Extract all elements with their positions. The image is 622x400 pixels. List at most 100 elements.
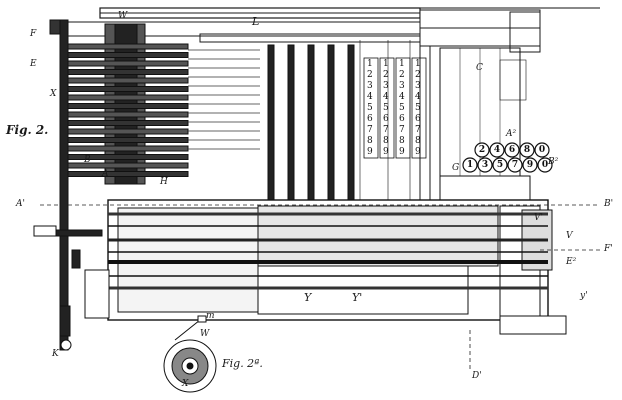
digit-cell: 1 xyxy=(367,59,373,69)
digit-cell: 7 xyxy=(367,125,373,135)
key-circle xyxy=(519,142,535,158)
label-X-sub: X xyxy=(182,379,189,389)
label-K: K xyxy=(52,349,59,359)
digit-cell: 9 xyxy=(367,147,373,157)
disc xyxy=(67,77,189,84)
label-L: L xyxy=(252,15,260,28)
digit-cell: 6 xyxy=(415,114,421,124)
digit-cell: 9 xyxy=(415,147,421,157)
disc xyxy=(67,94,189,101)
horizontal-rods xyxy=(188,49,260,150)
digit-cell: 1 xyxy=(399,59,405,69)
key-circle xyxy=(492,157,508,173)
label-V: V xyxy=(566,231,573,241)
label-F: F xyxy=(30,29,37,39)
label-H: H xyxy=(160,177,168,187)
label-y-arrow: y' xyxy=(580,291,588,301)
disc xyxy=(67,171,189,177)
key-label: 2 xyxy=(478,145,486,155)
digit-cell: 8 xyxy=(383,136,389,146)
key-circle xyxy=(504,142,520,158)
key-circle xyxy=(489,142,505,158)
disc xyxy=(67,69,189,75)
label-B: B xyxy=(84,155,91,165)
disc xyxy=(67,137,189,143)
key-circle xyxy=(507,157,523,173)
digit-cell: 5 xyxy=(383,103,389,113)
digit-cell: 5 xyxy=(367,103,373,113)
label-Y1: Y' xyxy=(352,291,363,304)
label-B2: B² xyxy=(548,157,559,167)
digit-cell: 3 xyxy=(399,81,405,91)
label-D-prime: D' xyxy=(472,371,482,381)
label-A: A xyxy=(102,169,109,179)
digit-cell: 7 xyxy=(399,125,405,135)
key-label: 1 xyxy=(466,160,474,170)
digit-cell: 3 xyxy=(383,81,389,91)
digit-cell: 1 xyxy=(415,59,421,69)
disc-stack xyxy=(67,43,189,177)
digit-cell: 2 xyxy=(415,70,421,80)
label-W: W xyxy=(118,11,128,21)
label-C: C xyxy=(476,63,483,73)
disc xyxy=(67,154,189,160)
digit-cell: 4 xyxy=(367,92,373,102)
disc xyxy=(67,52,189,58)
digit-cell: 4 xyxy=(383,92,389,102)
digit-cell: 2 xyxy=(399,70,405,80)
key-circle xyxy=(462,157,478,173)
label-G: G xyxy=(452,163,460,173)
digit-cell: 9 xyxy=(383,147,389,157)
digit-cell: 4 xyxy=(415,92,421,102)
digit-cell: 5 xyxy=(415,103,421,113)
digit-cell: 6 xyxy=(367,114,373,124)
digit-cell: 4 xyxy=(399,92,405,102)
key-label: 0 xyxy=(541,160,549,170)
disc xyxy=(67,120,189,126)
key-label: 3 xyxy=(481,160,489,170)
disc xyxy=(67,145,189,152)
digit-cell: 2 xyxy=(367,70,373,80)
label-E2: E² xyxy=(566,257,577,267)
key-circle xyxy=(474,142,490,158)
disc xyxy=(67,162,189,169)
digit-cell: 8 xyxy=(415,136,421,146)
figure-caption-main: Fig. 2. xyxy=(6,123,49,137)
key-label: 4 xyxy=(493,145,501,155)
label-A2: A² xyxy=(506,129,517,139)
disc xyxy=(67,60,189,67)
digit-cell: 9 xyxy=(399,147,405,157)
label-X: X xyxy=(50,89,57,99)
key-circle xyxy=(537,157,553,173)
digit-cell: 6 xyxy=(399,114,405,124)
disc xyxy=(67,86,189,92)
disc xyxy=(67,111,189,118)
digit-cell: 7 xyxy=(415,125,421,135)
label-W-sub: W xyxy=(200,329,210,339)
key-label: 6 xyxy=(508,145,516,155)
key-label: 0 xyxy=(538,145,546,155)
digit-cell: 8 xyxy=(399,136,405,146)
digit-cell: 1 xyxy=(383,59,389,69)
digit-cell: 3 xyxy=(367,81,373,91)
label-F-prime: F' xyxy=(604,244,613,254)
key-circle xyxy=(522,157,538,173)
key-circles xyxy=(462,142,553,173)
key-label: 7 xyxy=(511,160,519,170)
disc xyxy=(67,43,189,50)
figure-caption-sub: Fig. 2ª. xyxy=(222,357,263,370)
digit-cell: 6 xyxy=(383,114,389,124)
digit-cell: 3 xyxy=(415,81,421,91)
digit-cell: 5 xyxy=(399,103,405,113)
key-label: 8 xyxy=(523,145,531,155)
key-circle xyxy=(477,157,493,173)
key-label: 9 xyxy=(526,160,534,170)
label-A-prime: A' xyxy=(16,199,25,209)
label-m-sub: m xyxy=(206,311,215,321)
label-Y: Y xyxy=(304,291,312,304)
digit-cell: 7 xyxy=(383,125,389,135)
disc xyxy=(67,128,189,135)
label-V1: V' xyxy=(534,213,543,223)
digit-cell: 8 xyxy=(367,136,373,146)
